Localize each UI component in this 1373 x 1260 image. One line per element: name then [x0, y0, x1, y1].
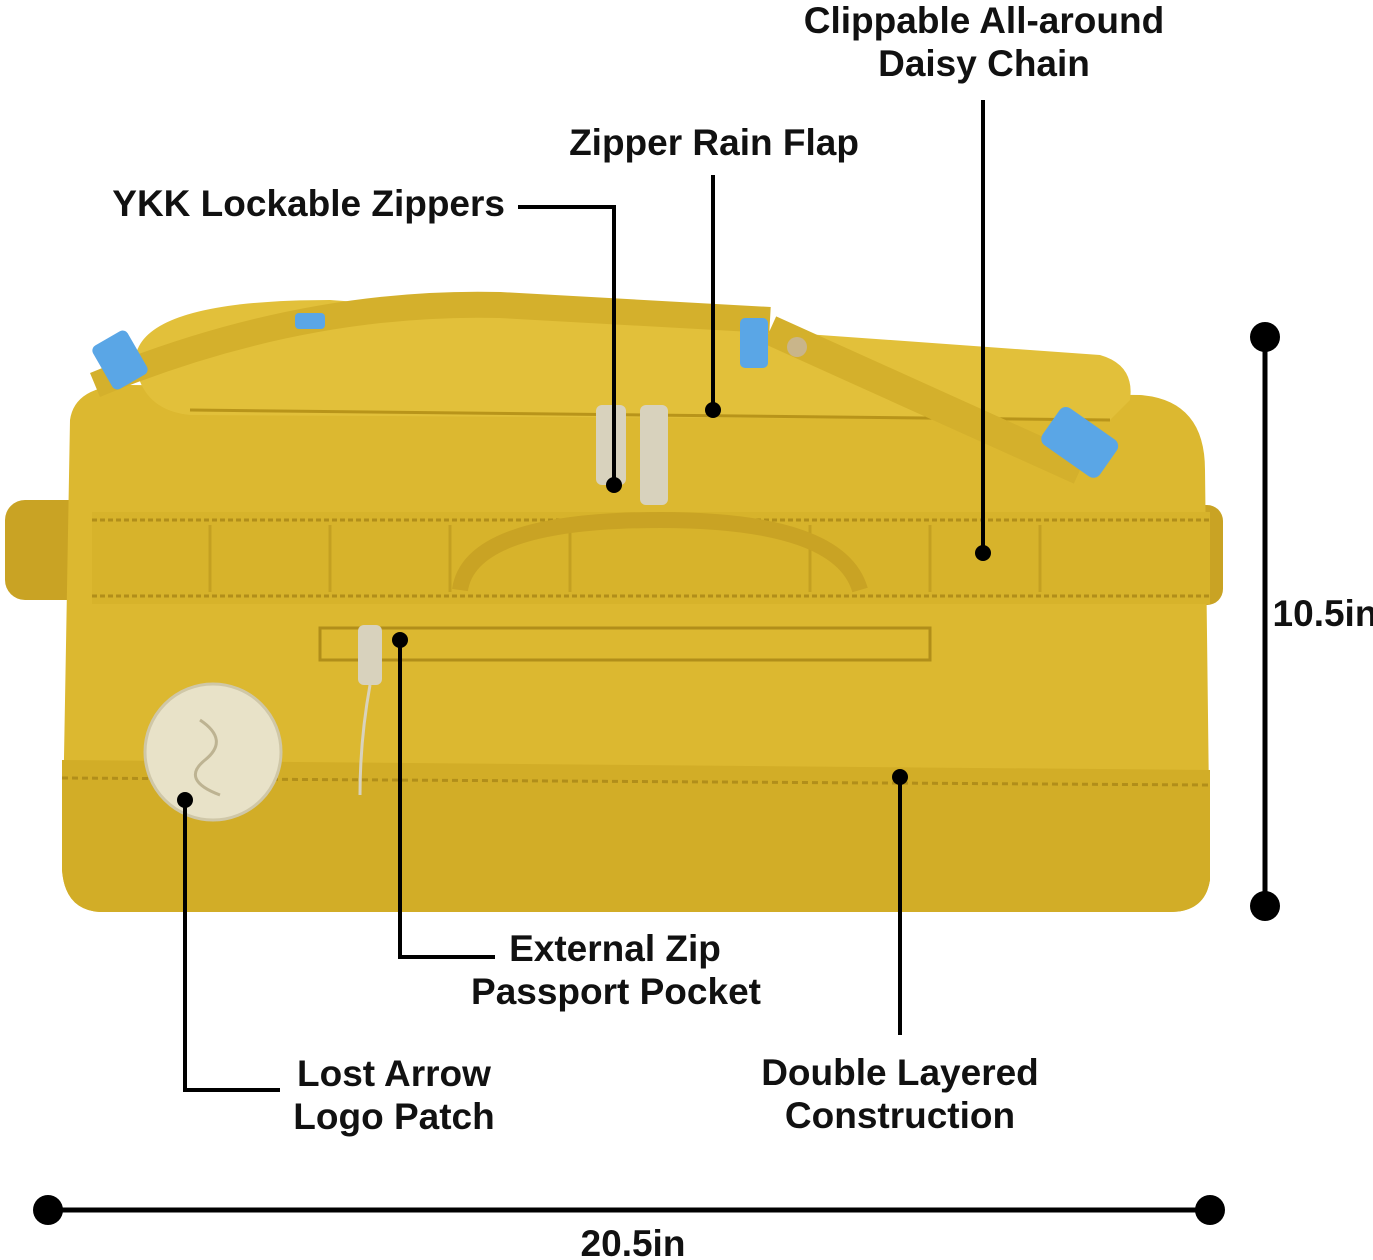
patch-label-2: Logo Patch: [293, 1096, 494, 1137]
pocket-label-1: External Zip: [509, 928, 721, 969]
daisy-chain-label-1: Clippable All-around: [804, 0, 1164, 41]
height-dimension: 10.5in: [1250, 322, 1373, 921]
construction-label-1: Double Layered: [761, 1052, 1039, 1093]
width-dimension: 20.5in: [33, 1195, 1225, 1260]
zippers-label: YKK Lockable Zippers: [112, 183, 505, 224]
height-label: 10.5in: [1273, 593, 1373, 634]
logo-patch: [143, 682, 283, 822]
leader-lines: [177, 100, 991, 1092]
duffel-bag-image: [5, 291, 1223, 912]
patch-label-1: Lost Arrow: [297, 1053, 491, 1094]
width-label: 20.5in: [581, 1223, 686, 1260]
daisy-chain-label-2: Daisy Chain: [878, 43, 1090, 84]
rain-flap-label: Zipper Rain Flap: [569, 122, 859, 163]
construction-label-2: Construction: [785, 1095, 1015, 1136]
pocket-label-2: Passport Pocket: [471, 971, 761, 1012]
